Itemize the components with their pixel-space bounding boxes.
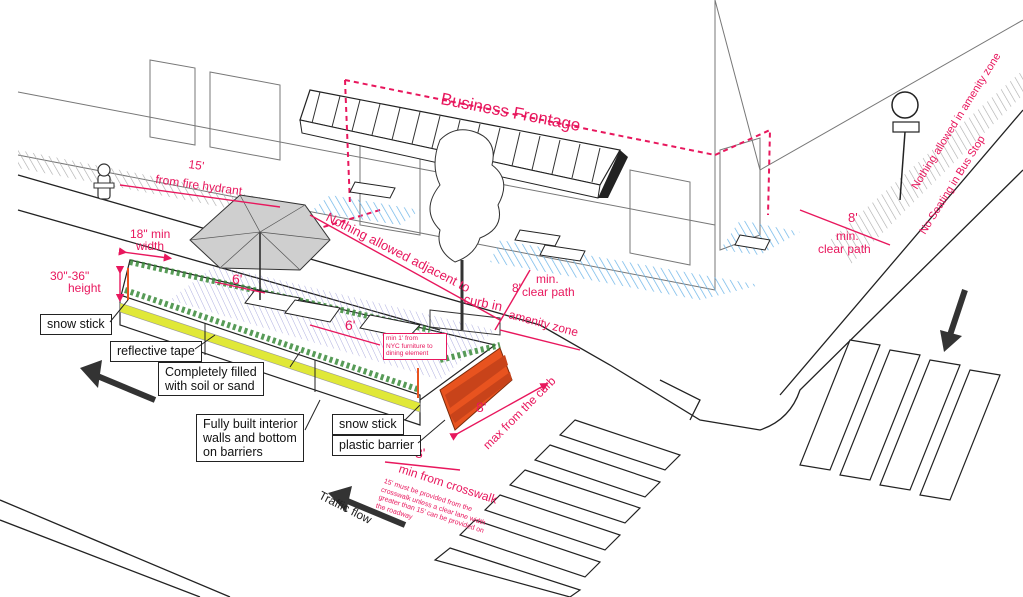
clear-path-left-b: clear path xyxy=(522,285,575,299)
snow-sticks xyxy=(127,268,419,398)
clear-path-right-num: 8' xyxy=(848,210,858,225)
callout-walls: Fully built interior walls and bottom on… xyxy=(196,414,305,462)
callout-plastic-barrier: plastic barrier xyxy=(332,435,422,456)
callout-walls-line-2: walls and bottom xyxy=(203,431,297,445)
crosswalk xyxy=(433,339,1001,597)
callout-snow-stick-left: snow stick xyxy=(40,314,112,335)
fire-hydrant-distance-num: 15' xyxy=(188,157,205,173)
height-label-b: height xyxy=(68,281,101,295)
min-width-label-a: 18" min xyxy=(130,227,170,241)
clear-path-right-b: clear path xyxy=(818,242,871,256)
callout-walls-line-3: on barriers xyxy=(203,445,263,459)
traffic-arrow-icon xyxy=(80,289,968,528)
street-sign-icon xyxy=(891,91,920,201)
fire-hydrant-icon xyxy=(93,163,115,200)
callout-filled-line-2: with soil or sand xyxy=(165,379,255,393)
clear-path-right-a: min. xyxy=(836,229,859,243)
callout-filled: Completely filled with soil or sand xyxy=(158,362,264,396)
min-width-label-b: width xyxy=(135,239,164,253)
parklet xyxy=(119,259,501,426)
dimension-lines xyxy=(115,184,891,471)
nyc-furniture-note: min 1' from NYC furniture to dining elem… xyxy=(383,333,447,360)
six-ft-label-1: 6' xyxy=(232,271,242,287)
callout-snow-stick-right: snow stick xyxy=(332,414,404,435)
six-ft-label-2: 6' xyxy=(345,317,355,333)
callout-reflective-tape: reflective tape xyxy=(110,341,202,362)
max-curb-num: 8' xyxy=(476,399,486,415)
callout-walls-line-1: Fully built interior xyxy=(203,417,298,431)
dining-tables xyxy=(244,181,771,339)
callout-filled-line-1: Completely filled xyxy=(165,365,257,379)
height-label-a: 30"-36" xyxy=(50,269,89,283)
clear-path-left-num: 8' xyxy=(512,281,521,295)
clear-path-left-a: min. xyxy=(536,272,559,286)
tree-icon xyxy=(429,129,505,336)
umbrella-icon xyxy=(189,194,331,300)
frontage-outline xyxy=(279,79,772,241)
